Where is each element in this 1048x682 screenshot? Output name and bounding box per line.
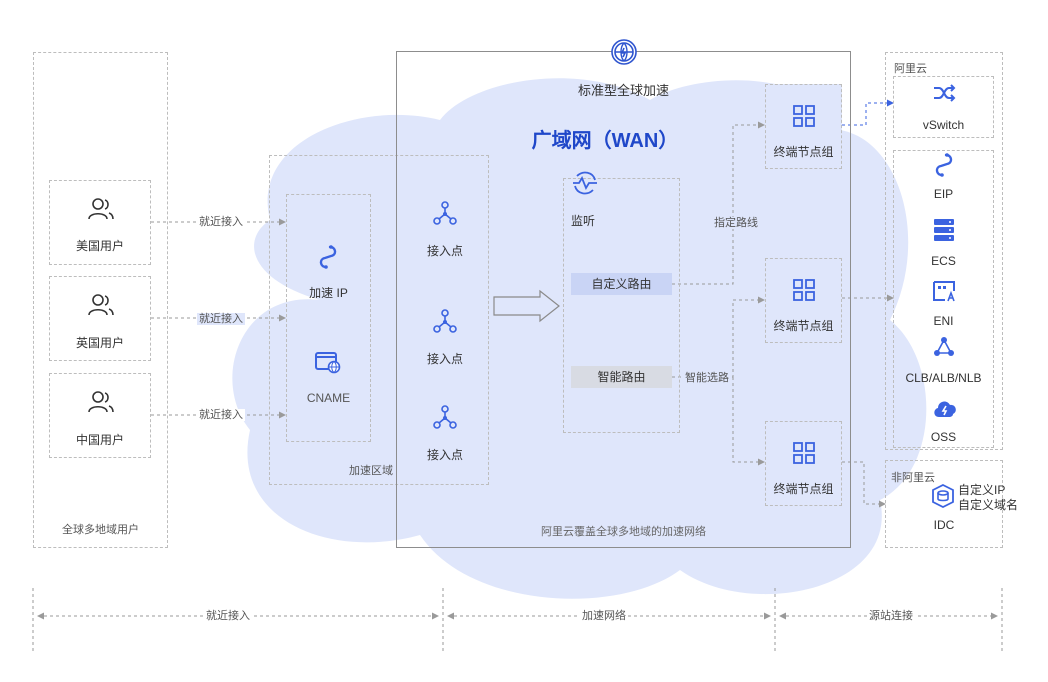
accel-zone-label: 加速区域 <box>349 465 393 477</box>
user-label-us: 美国用户 <box>75 239 124 253</box>
edge-label-uk: 就近接入 <box>197 313 245 325</box>
browser-globe-icon <box>315 352 341 374</box>
edge-label-smart-select: 智能选路 <box>683 372 731 384</box>
aliyun-title: 阿里云 <box>894 63 927 75</box>
access-point-icon <box>433 201 457 225</box>
eni-label[interactable]: ENI <box>933 314 954 328</box>
clb-alb-nlb-label[interactable]: CLB/ALB/NLB <box>905 371 982 385</box>
user-icon <box>88 391 114 413</box>
endpoint-group-label: 终端节点组 <box>773 319 834 333</box>
listener-icon <box>573 171 597 195</box>
access-point-node-3[interactable]: 接入点 <box>415 404 475 464</box>
balancer-icon <box>934 337 954 356</box>
edge-label-us: 就近接入 <box>197 216 245 228</box>
grid-icon <box>793 442 815 464</box>
access-point-label: 接入点 <box>426 244 463 258</box>
switch-icon <box>934 84 956 102</box>
listener-label: 监听 <box>571 214 596 228</box>
endpoint-group-2[interactable]: 终端节点组 <box>765 258 842 343</box>
user-box-uk[interactable] <box>49 276 151 361</box>
smart-route-button[interactable]: 智能路由 <box>571 366 672 388</box>
eni-icon <box>933 281 955 302</box>
custom-ip-label[interactable]: 自定义IP <box>958 483 1006 497</box>
global-users-panel <box>33 52 168 548</box>
user-label-uk: 英国用户 <box>75 336 124 350</box>
grid-icon <box>793 105 815 127</box>
user-icon <box>88 294 114 316</box>
user-box-cn[interactable] <box>49 373 151 458</box>
accelerator-title: 标准型全球加速 <box>577 83 669 98</box>
vswitch-box[interactable]: vSwitch <box>893 76 994 138</box>
link-icon <box>319 245 337 269</box>
network-footer: 阿里云覆盖全球多地域的加速网络 <box>541 526 706 538</box>
aliyun-resources-box <box>893 150 994 448</box>
aliyun-panel <box>885 52 1003 450</box>
custom-domain-label[interactable]: 自定义域名 <box>958 498 1019 512</box>
phase-label-origin: 源站连接 <box>867 610 915 622</box>
acceleration-zone <box>269 155 489 485</box>
eip-label[interactable]: EIP <box>933 187 954 201</box>
endpoint-group-3[interactable]: 终端节点组 <box>765 421 842 506</box>
cname-label: CNAME <box>306 391 351 405</box>
access-point-label: 接入点 <box>426 352 463 366</box>
ecs-label[interactable]: ECS <box>931 254 956 268</box>
access-point-node-1[interactable]: 接入点 <box>415 200 475 260</box>
access-point-node-2[interactable]: 接入点 <box>415 308 475 368</box>
oss-icon <box>934 401 956 417</box>
endpoint-group-label: 终端节点组 <box>773 482 834 496</box>
phase-label-network: 加速网络 <box>580 610 628 622</box>
endpoint-group-label: 终端节点组 <box>773 145 834 159</box>
custom-route-button[interactable]: 自定义路由 <box>571 273 672 295</box>
grid-icon <box>793 279 815 301</box>
oss-label[interactable]: OSS <box>930 430 957 444</box>
link-icon <box>935 153 953 177</box>
edge-label-specified-route: 指定路线 <box>712 217 760 229</box>
accel-ip-label: 加速 IP <box>309 286 348 300</box>
idc-icon <box>932 484 954 508</box>
non-aliyun-panel <box>885 460 1003 548</box>
vswitch-label: vSwitch <box>922 118 965 132</box>
globe-icon <box>611 39 637 65</box>
users-panel-footer: 全球多地域用户 <box>62 524 139 536</box>
user-icon <box>88 198 114 220</box>
access-point-icon <box>433 309 457 333</box>
accel-ip-cname-box <box>286 194 371 442</box>
idc-label: IDC <box>933 518 955 532</box>
edge-label-cn: 就近接入 <box>197 409 245 421</box>
endpoint-group-1[interactable]: 终端节点组 <box>765 84 842 169</box>
access-point-icon <box>433 405 457 429</box>
user-box-us[interactable] <box>49 180 151 265</box>
non-aliyun-title: 非阿里云 <box>891 472 935 484</box>
listener-box <box>563 178 680 433</box>
phase-label-access: 就近接入 <box>204 610 252 622</box>
user-label-cn: 中国用户 <box>75 433 124 447</box>
server-icon <box>934 219 954 241</box>
wan-title: 广域网（WAN） <box>531 130 679 152</box>
access-point-label: 接入点 <box>426 448 463 462</box>
